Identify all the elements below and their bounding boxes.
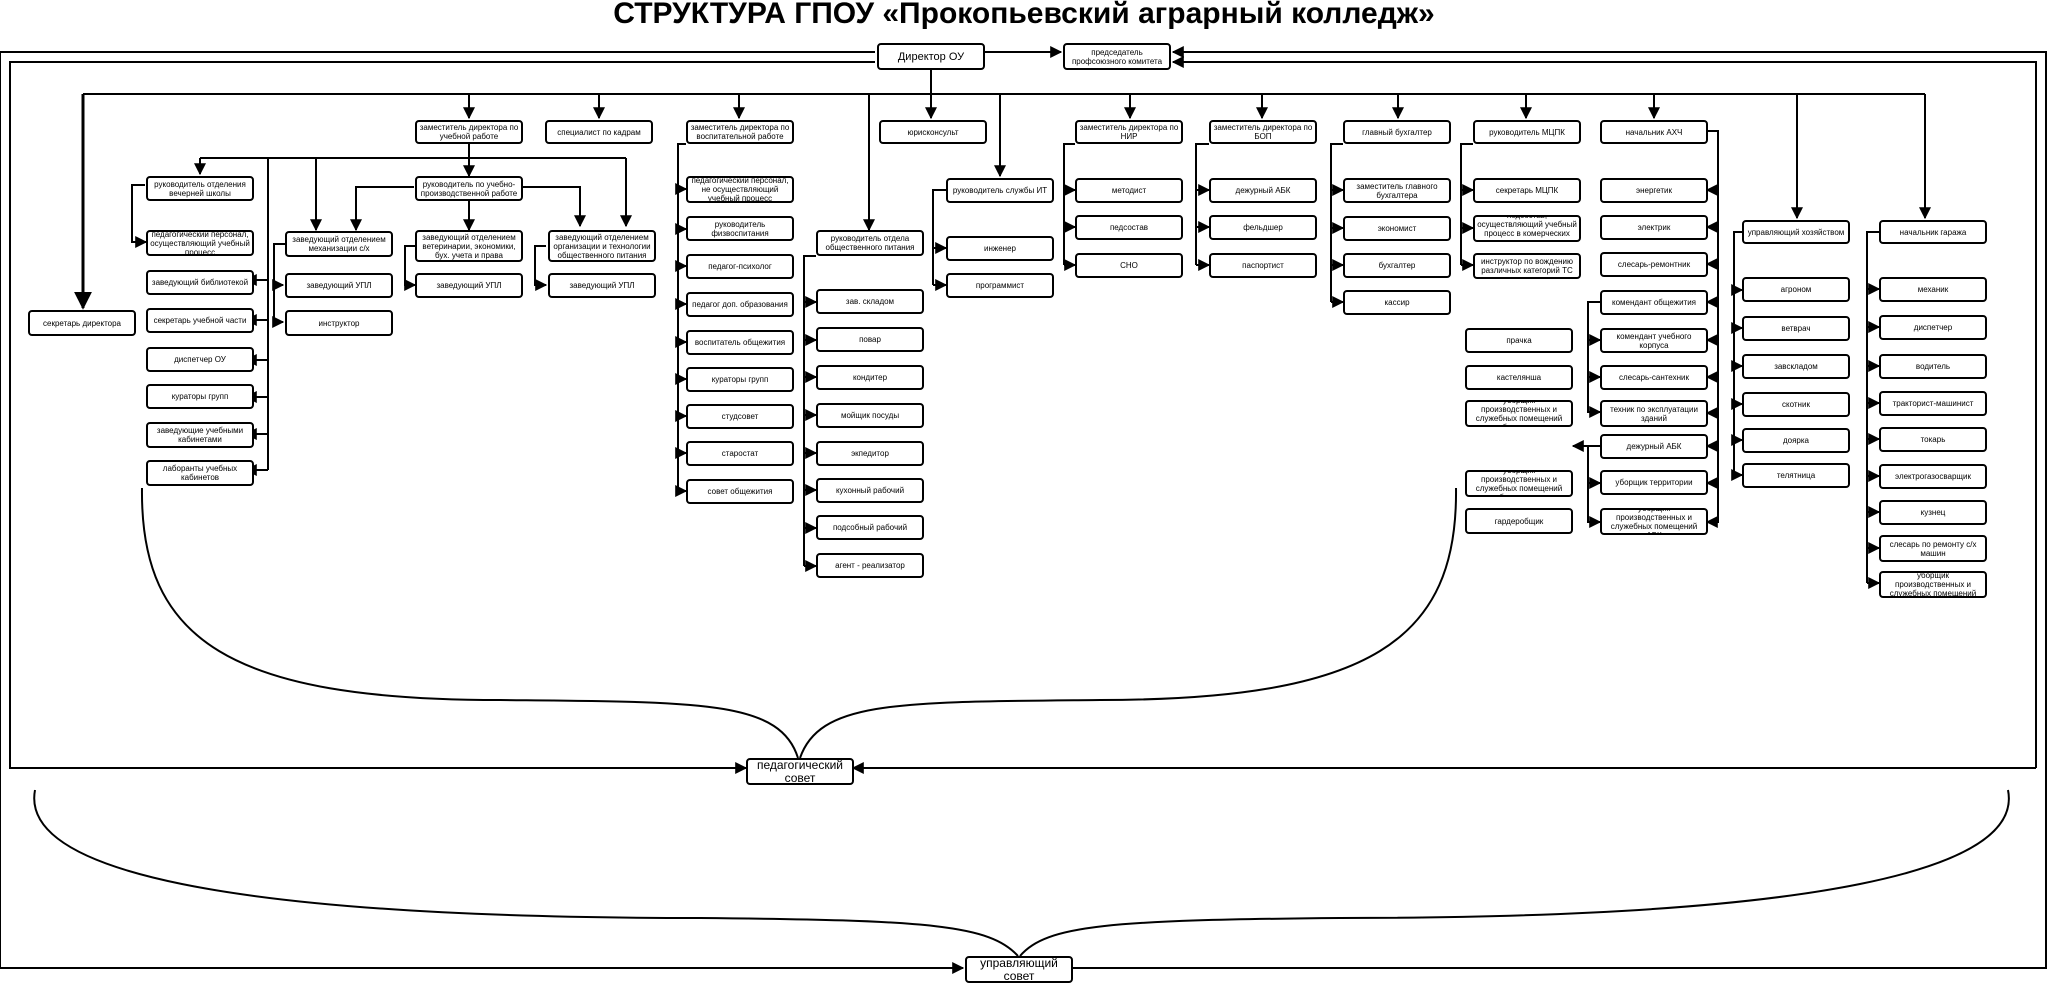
vet-upl-box: заведующий УПЛ bbox=[415, 273, 523, 298]
vet-box: ветврач bbox=[1742, 316, 1850, 341]
director-box: Директор ОУ bbox=[877, 43, 985, 70]
linen-keeper-box: кастелянша bbox=[1465, 365, 1573, 390]
territory-cleaner-box: уборщик территории bbox=[1600, 470, 1708, 495]
garage-cleaner-box: уборщик производственных и служебных пом… bbox=[1879, 571, 1987, 598]
plumber-box: слесарь-сантехник bbox=[1600, 365, 1708, 390]
accountant-box: бухгалтер bbox=[1343, 253, 1451, 278]
mech-head-box: заведующий отделением механизации с/х bbox=[285, 231, 393, 257]
phys-head-box: руководитель физвоспитания bbox=[686, 216, 794, 241]
agri-repair-box: слесарь по ремонту с/х машин bbox=[1879, 535, 1987, 562]
sales-agent-box: агент - реализатор bbox=[816, 553, 924, 578]
turner-box: токарь bbox=[1879, 427, 1987, 452]
dep-bop-box: заместитель директора по БОП bbox=[1209, 120, 1317, 144]
curators-box: кураторы групп bbox=[146, 384, 254, 409]
methodist-box: методист bbox=[1075, 178, 1183, 203]
expeditor-box: экпедитор bbox=[816, 441, 924, 466]
food-head-box: заведующий отделением организации и техн… bbox=[548, 230, 656, 262]
milkmaid-box: доярка bbox=[1742, 428, 1850, 453]
dispatcher-ou-box: диспетчер ОУ bbox=[146, 347, 254, 372]
starostat-box: старостат bbox=[686, 441, 794, 466]
passport-box: паспортист bbox=[1209, 253, 1317, 278]
studsovet-box: студсовет bbox=[686, 404, 794, 429]
abk-duty2-box: дежурный АБК bbox=[1600, 434, 1708, 459]
confectioner-box: кондитер bbox=[816, 365, 924, 390]
extra-teacher-box: педагог доп. образования bbox=[686, 292, 794, 317]
kitchen-worker-box: кухонный рабочий bbox=[816, 478, 924, 503]
driver-box: водитель bbox=[1879, 354, 1987, 379]
dorm-teacher-box: воспитатель общежития bbox=[686, 330, 794, 355]
dorm-commandant-box: комендант общежития bbox=[1600, 290, 1708, 315]
cab-heads-box: заведующие учебными кабинетами bbox=[146, 422, 254, 448]
repairman-box: слесарь-ремонтник bbox=[1600, 252, 1708, 277]
garage-head-box: начальник гаража bbox=[1879, 220, 1987, 244]
mechanic-box: механик bbox=[1879, 277, 1987, 302]
welder-box: электрогазосварщик bbox=[1879, 464, 1987, 489]
abk-cleaner-box: уборщик производственных и служебных пом… bbox=[1600, 508, 1708, 535]
hr-box: специалист по кадрам bbox=[545, 120, 653, 144]
smith-box: кузнец bbox=[1879, 500, 1987, 525]
dep-uch-box: заместитель директора по учебной работе bbox=[415, 120, 523, 144]
it-head-box: руководитель службы ИТ bbox=[946, 178, 1054, 203]
agronomist-box: агроном bbox=[1742, 277, 1850, 302]
power-eng-box: энергетик bbox=[1600, 178, 1708, 203]
curators2-box: кураторы групп bbox=[686, 367, 794, 392]
cashier-box: кассир bbox=[1343, 290, 1451, 315]
ped-council-box: педагогический совет bbox=[746, 758, 854, 785]
helper-box: подсобный рабочий bbox=[816, 515, 924, 540]
psychologist-box: педагог-психолог bbox=[686, 254, 794, 279]
economist-box: экономист bbox=[1343, 216, 1451, 241]
catering-head-box: руководитель отдела общественного питани… bbox=[816, 230, 924, 256]
dep-vosp-box: заместитель директора по воспитательной … bbox=[686, 120, 794, 144]
edu-cleaner-box: уборщик производственных и служебных пом… bbox=[1465, 470, 1573, 497]
calf-keeper-box: телятница bbox=[1742, 463, 1850, 488]
mcpk-secretary-box: секретарь МЦПК bbox=[1473, 178, 1581, 203]
dorm-council-box: совет общежития bbox=[686, 479, 794, 504]
tractor-driver-box: тракторист-машинист bbox=[1879, 391, 1987, 416]
sno-box: СНО bbox=[1075, 253, 1183, 278]
chart-title: СТРУКТУРА ГПОУ «Прокопьевский аграрный к… bbox=[613, 0, 1435, 30]
launderer-box: прачка bbox=[1465, 328, 1573, 353]
ahch-head-box: начальник АХЧ bbox=[1600, 120, 1708, 144]
vet-head-box: заведующий отделением ветеринарии, эконо… bbox=[415, 230, 523, 262]
deputy-acc-box: заместитель главного бухгалтера bbox=[1343, 178, 1451, 203]
programmer-box: программист bbox=[946, 273, 1054, 298]
ts-instructor-box: инструктор по вождению различных категор… bbox=[1473, 253, 1581, 279]
study-secretary-box: секретарь учебной части bbox=[146, 308, 254, 333]
engineer-box: инженер bbox=[946, 236, 1054, 261]
building-tech-box: техник по эксплуатации зданий bbox=[1600, 400, 1708, 427]
warehouse-box: зав. складом bbox=[816, 289, 924, 314]
abk-duty-box: дежурный АБК bbox=[1209, 178, 1317, 203]
mech-upl-box: заведующий УПЛ bbox=[285, 273, 393, 298]
dep-nir-box: заместитель директора по НИР bbox=[1075, 120, 1183, 144]
pedsostav-box: педсостав bbox=[1075, 215, 1183, 240]
mcpk-head-box: руководитель МЦПК bbox=[1473, 120, 1581, 144]
dispatcher-box: диспетчер bbox=[1879, 315, 1987, 340]
electrician-box: электрик bbox=[1600, 215, 1708, 240]
evening-head-box: руководитель отделения вечерней школы bbox=[146, 176, 254, 201]
ped-staff-box: педагогический персонал, осуществляющий … bbox=[146, 230, 254, 256]
library-box: заведующий библиотекой bbox=[146, 270, 254, 295]
farm-manager-box: управляющий хозяйством bbox=[1742, 220, 1850, 244]
ped-nonteach-box: педагогический персонал, не осуществляющ… bbox=[686, 176, 794, 203]
gov-council-box: управляющий совет bbox=[965, 956, 1073, 983]
cook-box: повар bbox=[816, 327, 924, 352]
mcpk-ped-box: педсостав, осуществляющий учебный процес… bbox=[1473, 215, 1581, 242]
upr-head-box: руководитель по учебно-производственной … bbox=[415, 176, 523, 201]
secretary-box: секретарь директора bbox=[28, 310, 136, 336]
paramedic-box: фельдшер bbox=[1209, 215, 1317, 240]
lawyer-box: юрисконсульт bbox=[879, 120, 987, 144]
union-chair-box: председатель профсоюзного комитета bbox=[1063, 43, 1171, 70]
dishwasher-box: мойщик посуды bbox=[816, 403, 924, 428]
instructor-box: инструктор bbox=[285, 310, 393, 336]
stockman-box: скотник bbox=[1742, 392, 1850, 417]
food-upl-box: заведующий УПЛ bbox=[548, 273, 656, 298]
edu-commandant-box: комендант учебного корпуса bbox=[1600, 328, 1708, 353]
warehouse2-box: завскладом bbox=[1742, 354, 1850, 379]
dorm-cleaner-box: уборщик производственных и служебных пом… bbox=[1465, 400, 1573, 427]
cloakroom-box: гардеробщик bbox=[1465, 508, 1573, 534]
lab-assistants-box: лаборанты учебных кабинетов bbox=[146, 460, 254, 486]
chief-acc-box: главный бухгалтер bbox=[1343, 120, 1451, 144]
